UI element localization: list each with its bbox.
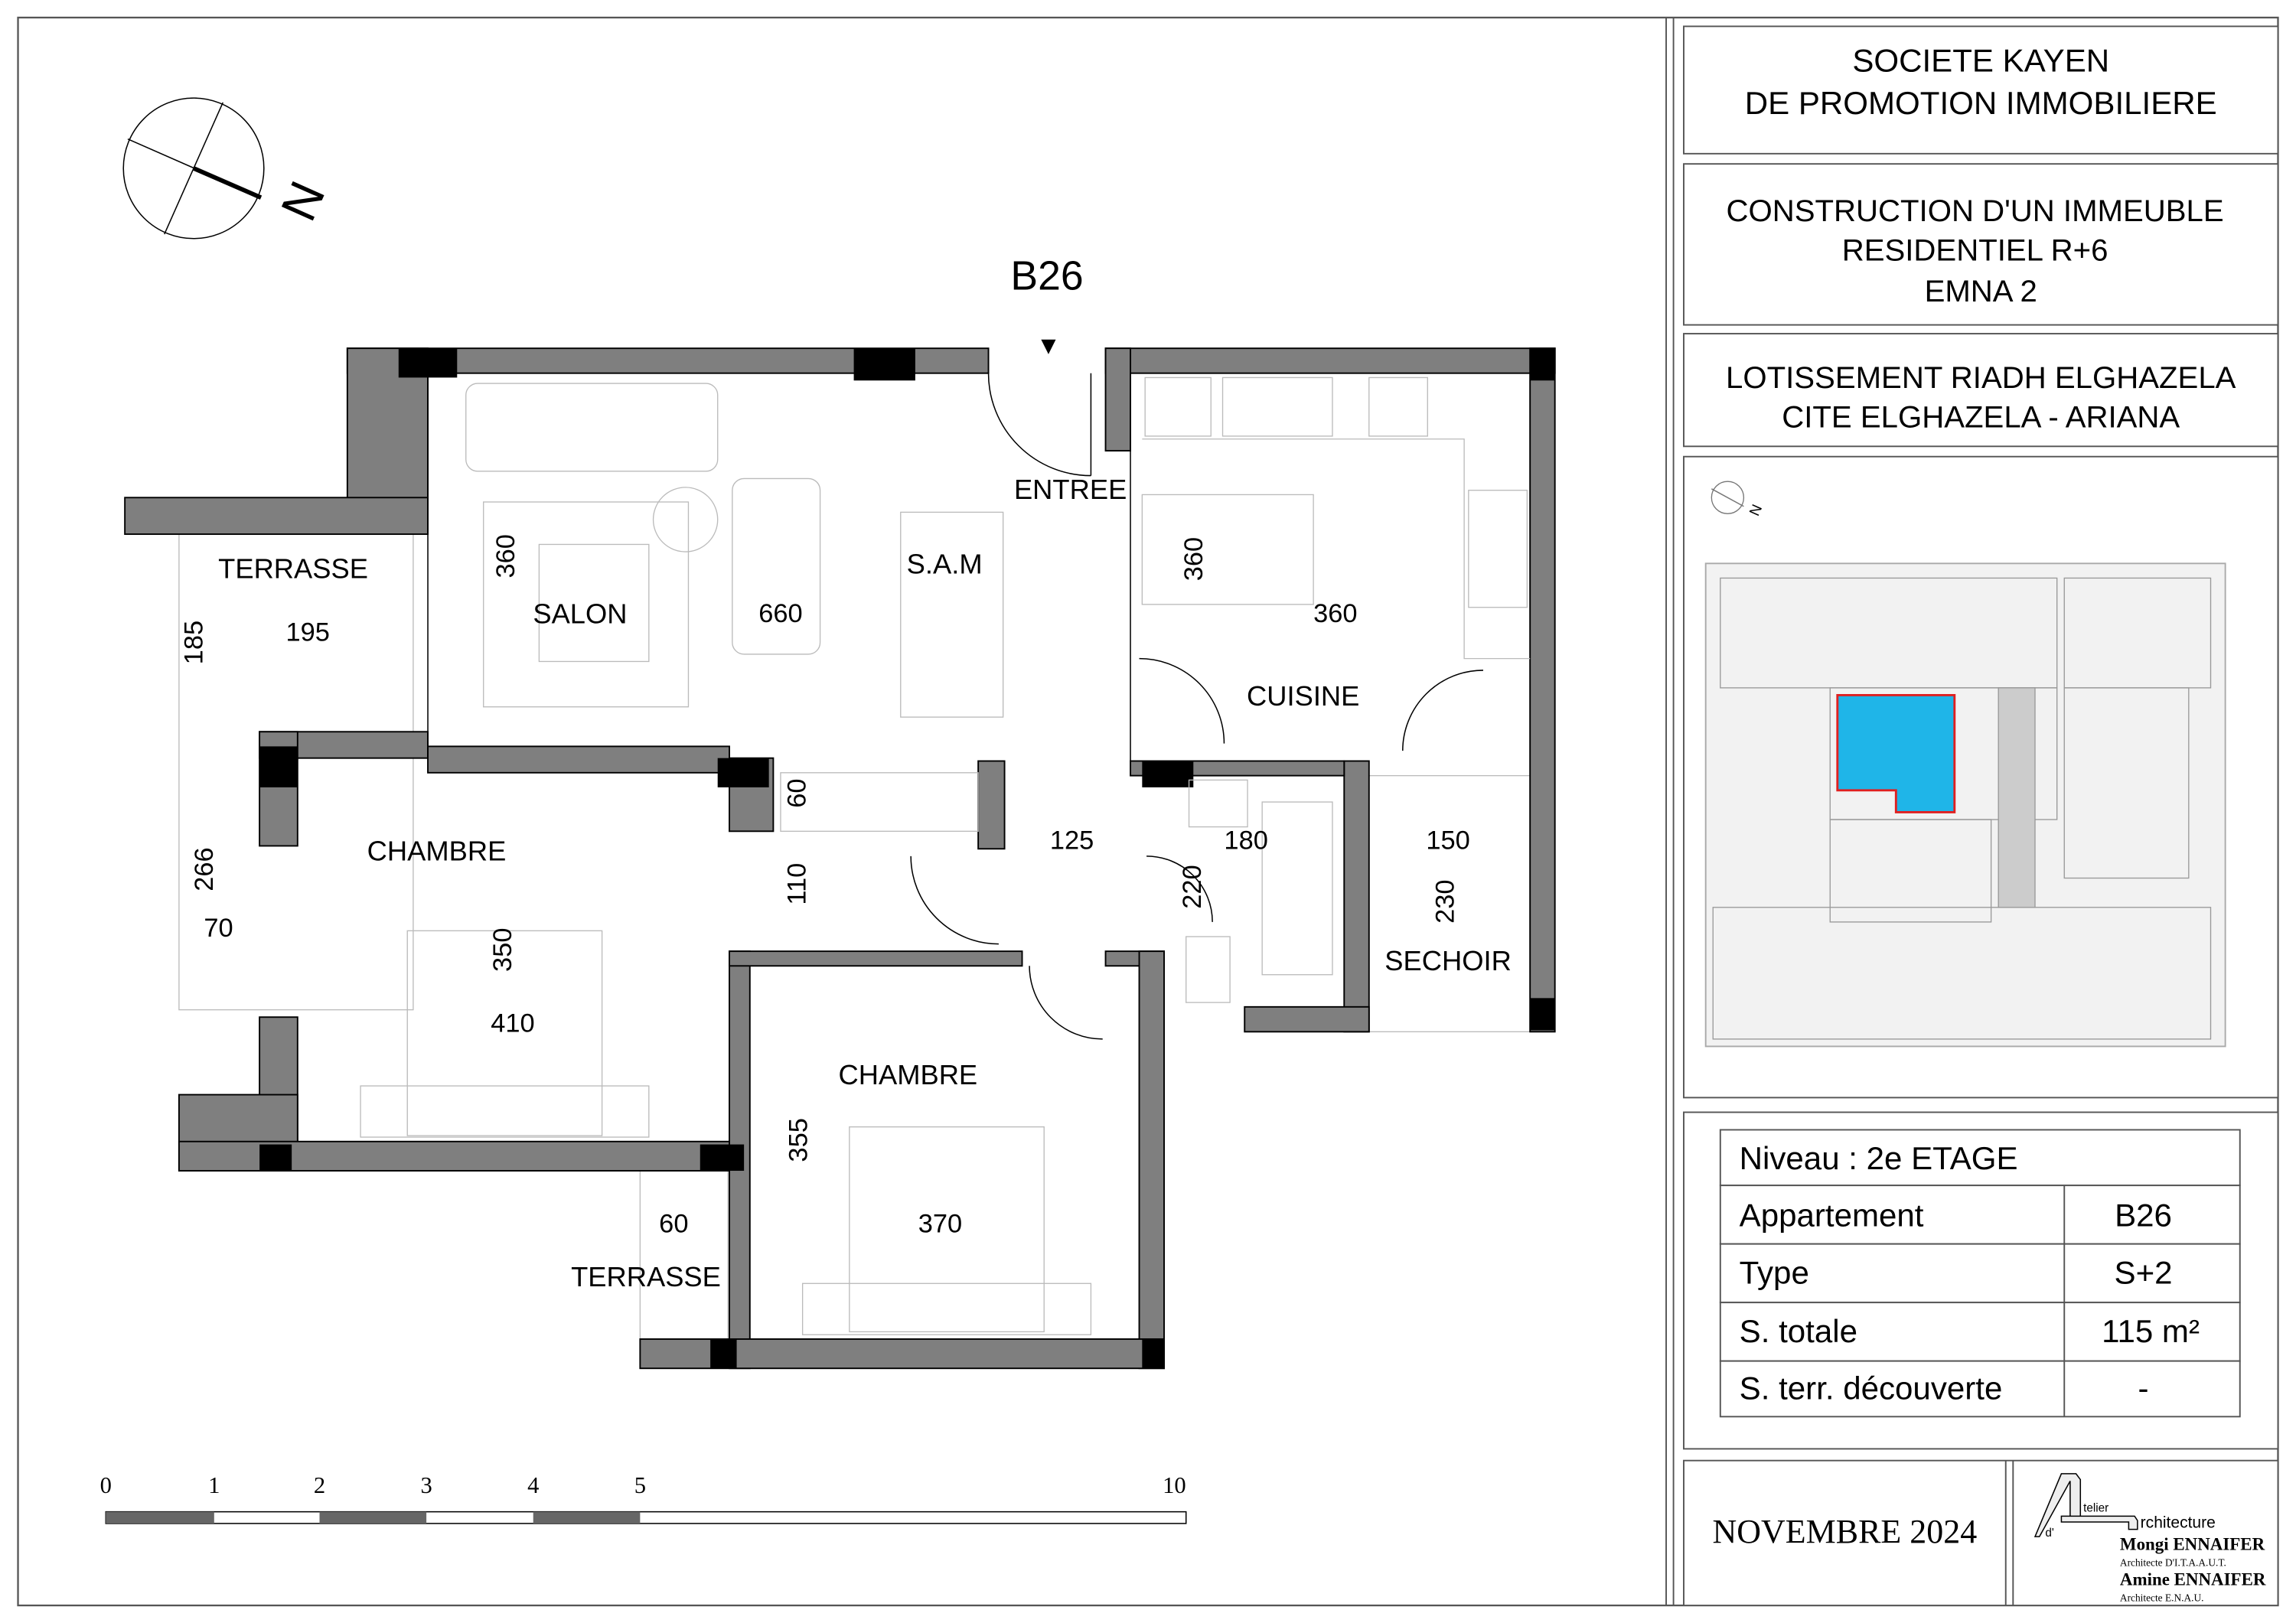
dim-cuisine-w: 360 bbox=[1313, 599, 1357, 628]
row-value: S+2 bbox=[2115, 1254, 2173, 1290]
scale-bar: 0 1 2 3 4 5 10 bbox=[100, 1472, 1187, 1524]
date: NOVEMBRE 2024 bbox=[1713, 1513, 1978, 1550]
row-value: - bbox=[2138, 1370, 2149, 1406]
logo-text-telier: telier bbox=[2083, 1502, 2108, 1515]
architect-name-2: Amine ENNAIFER bbox=[2120, 1569, 2266, 1589]
dim-terrasse-w: 195 bbox=[286, 618, 330, 647]
architect-name-1: Mongi ENNAIFER bbox=[2120, 1534, 2265, 1553]
dim-salon-w: 660 bbox=[758, 599, 802, 628]
location-line2: CITE ELGHAZELA - ARIANA bbox=[1782, 399, 2180, 434]
dim-sechoir-w: 150 bbox=[1426, 826, 1469, 855]
location-line1: LOTISSEMENT RIADH ELGHAZELA bbox=[1726, 360, 2236, 395]
logo-text-rchitecture: rchitecture bbox=[2141, 1514, 2216, 1532]
room-chambre-1: CHAMBRE bbox=[367, 836, 507, 867]
title-block: SOCIETE KAYEN DE PROMOTION IMMOBILIERE C… bbox=[1683, 25, 2279, 1607]
row-label: S. totale bbox=[1740, 1313, 1857, 1349]
architect-title-2: Architecte E.N.A.U. bbox=[2120, 1592, 2204, 1603]
dim-terrasse-h: 185 bbox=[180, 621, 209, 664]
architect-title-1: Architecte D'I.T.A.A.U.T. bbox=[2120, 1556, 2226, 1568]
dim-ch2-h: 355 bbox=[784, 1118, 813, 1162]
row-label: S. terr. découverte bbox=[1740, 1370, 2003, 1406]
scale-tick: 5 bbox=[634, 1472, 646, 1498]
scale-tick: 0 bbox=[100, 1472, 112, 1498]
info-table: Niveau : 2e ETAGE Appartement B26 Type S… bbox=[1719, 1129, 2241, 1418]
dim-ch1-w: 410 bbox=[491, 1009, 534, 1038]
scale-tick: 10 bbox=[1163, 1472, 1186, 1498]
key-plan: N bbox=[1704, 481, 2226, 1048]
dim-sechoir-h: 230 bbox=[1431, 879, 1460, 923]
room-terrasse-2: TERRASSE bbox=[571, 1261, 721, 1292]
dim-couloir-w: 125 bbox=[1050, 826, 1094, 855]
dim-couloir-h: 110 bbox=[782, 863, 811, 905]
floor-plan: SALON S.A.M ENTREE CUISINE TERRASSE CHAM… bbox=[124, 347, 1556, 1370]
room-sam: S.A.M bbox=[907, 549, 983, 580]
row-value: B26 bbox=[2115, 1198, 2172, 1234]
north-label: N bbox=[270, 173, 336, 229]
room-terrasse: TERRASSE bbox=[218, 552, 368, 584]
dim-sdb-h: 220 bbox=[1178, 865, 1207, 908]
apartment-title: B26 bbox=[1010, 254, 1083, 299]
dim-terrasse2-w: 60 bbox=[659, 1209, 688, 1238]
project-line3: EMNA 2 bbox=[1925, 274, 2037, 308]
north-compass: N bbox=[122, 97, 336, 240]
apartment-highlight bbox=[1836, 694, 1956, 813]
project-line2: RESIDENTIEL R+6 bbox=[1842, 233, 2108, 267]
row-label: Appartement bbox=[1740, 1198, 1924, 1234]
row-label: Type bbox=[1740, 1254, 1809, 1290]
niveau-label: Niveau : 2e ETAGE bbox=[1740, 1140, 2018, 1176]
entrance-arrow-icon bbox=[1041, 339, 1056, 354]
scale-tick: 1 bbox=[208, 1472, 220, 1498]
scale-tick: 3 bbox=[420, 1472, 432, 1498]
logo-text-d: d' bbox=[2045, 1527, 2054, 1540]
dim-terrasse-side: 266 bbox=[190, 847, 219, 891]
dim-sdb-w: 180 bbox=[1224, 826, 1267, 855]
row-value: 115 m² bbox=[2102, 1313, 2200, 1349]
dim-ch2-w: 370 bbox=[918, 1209, 962, 1238]
scale-tick: 4 bbox=[527, 1472, 539, 1498]
room-entree: ENTREE bbox=[1014, 474, 1127, 505]
dim-cuisine-h: 360 bbox=[1179, 537, 1208, 581]
dim-salon-h: 360 bbox=[491, 534, 520, 578]
scale-tick: 2 bbox=[314, 1472, 325, 1498]
room-salon: SALON bbox=[533, 598, 627, 630]
dim-placard: 60 bbox=[782, 778, 811, 807]
project-line1: CONSTRUCTION D'UN IMMEUBLE bbox=[1726, 194, 2223, 228]
room-cuisine: CUISINE bbox=[1247, 680, 1359, 712]
client-line2: DE PROMOTION IMMOBILIERE bbox=[1745, 85, 2217, 121]
architect-logo: telier d' rchitecture bbox=[2033, 1473, 2216, 1540]
room-sechoir: SECHOIR bbox=[1384, 945, 1512, 976]
client-line1: SOCIETE KAYEN bbox=[1852, 43, 2109, 79]
dim-terrasse-depth: 70 bbox=[204, 914, 233, 943]
room-chambre-2: CHAMBRE bbox=[839, 1059, 978, 1090]
dim-ch1-h: 350 bbox=[488, 928, 517, 972]
